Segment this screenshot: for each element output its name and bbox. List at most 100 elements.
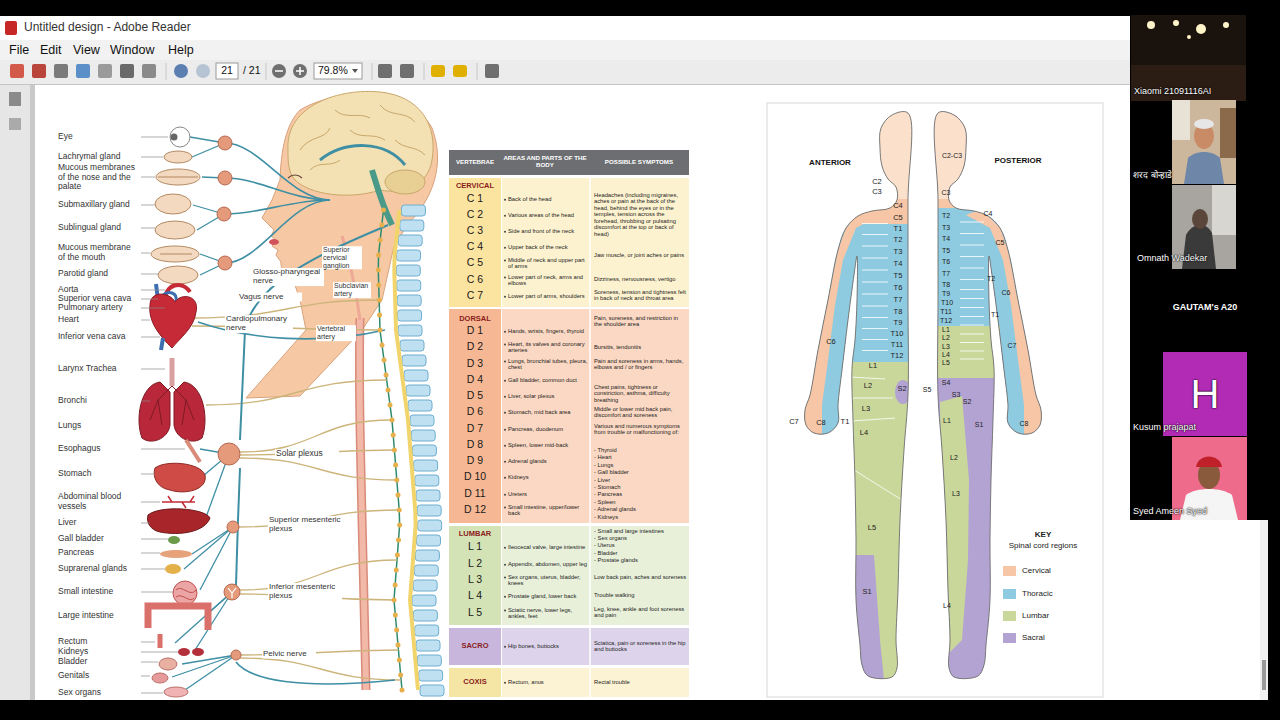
- ganglion: [392, 448, 397, 453]
- vertebra: [398, 310, 422, 321]
- anterior-figure: [862, 350, 888, 351]
- dermatome-label: L3: [952, 490, 960, 498]
- vertebra: [412, 445, 436, 456]
- organ: [165, 564, 181, 574]
- body-area: Lower part of arms, shoulders: [508, 293, 588, 299]
- dermatome-label: L4: [860, 429, 868, 437]
- ganglion: [224, 584, 240, 600]
- dermatome-label: C8: [816, 419, 826, 427]
- symptom-table: [449, 178, 501, 307]
- vertebra-code: D 11: [464, 488, 485, 500]
- table-header: VERTEBRAE: [450, 159, 500, 166]
- video-tile: Syed Ameen Syed: [1131, 437, 1247, 520]
- leader-line: [141, 228, 155, 229]
- dermatome-label: C5: [996, 239, 1005, 247]
- vertebra: [406, 385, 430, 396]
- ganglion: [393, 463, 398, 468]
- symptom-text: Various and numerous symptoms from troub…: [594, 423, 687, 436]
- symptom-text: - Heart: [594, 454, 687, 460]
- brain-fold: [335, 110, 370, 118]
- dermatome-label: T3: [942, 224, 950, 232]
- symptom-text: Middle or lower mid back pain, discomfor…: [594, 406, 687, 419]
- ganglion: [392, 598, 397, 603]
- ganglion: [386, 388, 391, 393]
- posterior-figure: [960, 298, 984, 299]
- body-area: Ureters: [508, 491, 588, 497]
- ganglion: [390, 418, 395, 423]
- posterior-figure: [926, 100, 1066, 700]
- dermatome-label: C5: [893, 214, 903, 222]
- organ: [192, 648, 204, 656]
- posterior-figure: [926, 100, 1066, 700]
- reader-pane: [0, 85, 30, 700]
- vertebra-code: C 6: [467, 274, 483, 286]
- organ: [174, 382, 205, 441]
- anterior-figure: [862, 339, 888, 340]
- dermatome-label: C6: [1002, 289, 1011, 297]
- vertebra-code: D 8: [467, 439, 483, 451]
- zoom-level: 79.8%: [318, 65, 348, 77]
- vertebra: [416, 640, 440, 651]
- body-area: Middle of neck and upper part of arms: [508, 257, 588, 270]
- leader-line: [141, 369, 165, 370]
- body-area: Stomach, mid back area: [508, 409, 588, 415]
- video-image: [1131, 65, 1246, 101]
- dermatome-label: C3: [872, 188, 882, 196]
- organ-label: Sublingual gland: [58, 223, 138, 233]
- vertebra: [411, 430, 435, 441]
- symptom-text: Trouble walking: [594, 592, 687, 598]
- toolbar-icons: [196, 64, 210, 78]
- vertebra-code: D 9: [467, 455, 483, 467]
- symptom-text: - Liver: [594, 477, 687, 483]
- symptom-table: [449, 309, 501, 523]
- symptom-text: Pain, soreness, and restriction in the s…: [594, 315, 687, 328]
- face-eye: [288, 175, 302, 178]
- organ: [139, 382, 170, 441]
- toolbar-icons: [485, 64, 499, 78]
- window-chrome: [0, 40, 1130, 60]
- ganglion: [394, 568, 399, 573]
- ganglion: [395, 553, 400, 558]
- legend-swatch: [1003, 589, 1016, 599]
- toolbar-icons: [352, 69, 358, 73]
- ganglion: [394, 478, 399, 483]
- dermatome-label: T2: [987, 275, 995, 283]
- brain-fold: [350, 130, 385, 140]
- video-image: [1172, 100, 1190, 140]
- menu-item: Edit: [40, 43, 62, 57]
- anterior-figure: [780, 100, 920, 700]
- participant-name: Syed Ameen Syed: [1133, 507, 1207, 517]
- body-area: Lungs, bronchial tubes, pleura, chest: [508, 358, 588, 371]
- leader-line: [141, 137, 168, 138]
- cranial-nerve: [185, 655, 236, 690]
- window-chrome: [0, 16, 1130, 40]
- organ-label: Heart: [58, 315, 138, 325]
- video-image: [1173, 20, 1179, 26]
- leader-line: [141, 177, 155, 178]
- anterior-figure: [805, 112, 912, 679]
- dermatome-label: L2: [950, 454, 958, 462]
- video-image: [1172, 100, 1236, 184]
- symptom-text: Headaches (including migraines, aches or…: [594, 192, 687, 237]
- vertebra-code: D 1: [467, 325, 483, 337]
- organ-label: Larynx Trachea: [58, 364, 138, 374]
- vertebra: [414, 565, 438, 576]
- body-area: Various areas of the head: [508, 212, 588, 218]
- organ-label: Kidneys: [58, 647, 138, 657]
- body-area: Ileocecal valve, large intestine: [508, 544, 588, 550]
- vertebra: [420, 685, 444, 696]
- window-chrome: [0, 60, 1130, 84]
- leader-line: [141, 401, 150, 402]
- corpus-callosum: [320, 146, 405, 165]
- dermatome-label: T3: [894, 248, 903, 256]
- video-image: [1187, 35, 1191, 39]
- ganglion: [377, 313, 382, 318]
- dermatome-map: [780, 100, 1066, 700]
- ganglion: [378, 238, 383, 243]
- symptom-text: - Bladder: [594, 550, 687, 556]
- ganglion: [376, 253, 381, 258]
- anterior-figure: [851, 377, 885, 379]
- organ-label: Lachrymal gland: [58, 152, 138, 162]
